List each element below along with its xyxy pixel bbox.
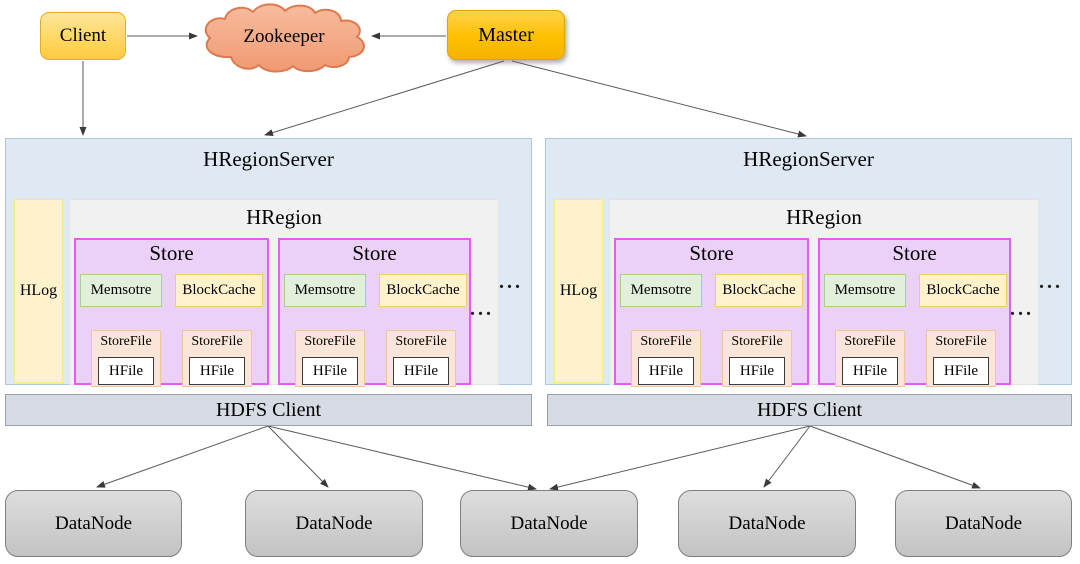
storefile-box: StoreFile HFile <box>926 330 996 387</box>
memstore-box: Memsotre <box>824 274 906 307</box>
hdfs-client-label: HDFS Client <box>215 398 322 421</box>
storefile-box: StoreFile HFile <box>386 330 456 387</box>
memstore-box: Memsotre <box>620 274 702 307</box>
arrow-hdfs1-to-datanode2 <box>267 425 329 488</box>
datanode-label: DataNode <box>728 512 806 534</box>
more-regions-ellipsis: ... <box>1039 271 1063 293</box>
more-regions-ellipsis: ... <box>499 271 523 293</box>
more-stores-ellipsis: ... <box>470 298 494 320</box>
datanode-label: DataNode <box>54 512 133 534</box>
storefile-box: StoreFile HFile <box>835 330 905 387</box>
arrow-hdfs2-to-datanode3 <box>549 425 811 491</box>
hfile-box: HFile <box>98 357 154 385</box>
store-box: Store Memsotre BlockCache StoreFile HFil… <box>278 238 471 387</box>
hregion-title: HRegion <box>246 205 322 229</box>
hdfs-client-bar-1: HDFS Client <box>5 394 532 426</box>
hdfs-client-bar-2: HDFS Client <box>547 394 1072 426</box>
memstore-box: Memsotre <box>284 274 366 307</box>
arrow-hdfs1-to-datanode3 <box>267 425 537 491</box>
hfile-box: HFile <box>189 357 245 385</box>
datanode-label: DataNode <box>944 512 1023 534</box>
hlog-box: HLog <box>14 199 63 383</box>
hregionserver-panel-1: HRegionServer HLog HRegion Store Memsotr… <box>5 138 532 387</box>
store-title: Store <box>352 241 397 265</box>
hfile-box: HFile <box>842 357 898 385</box>
datanode-box-5: DataNode <box>895 490 1072 557</box>
datanode-box-3: DataNode <box>460 490 638 557</box>
storefile-label: StoreFile <box>935 334 987 349</box>
storefile-box: StoreFile HFile <box>295 330 365 387</box>
more-stores-ellipsis: ... <box>1010 298 1034 320</box>
hregion-title: HRegion <box>786 205 862 229</box>
datanode-label: DataNode <box>295 512 373 534</box>
hregionserver-panel-2: HRegionServer HLog HRegion Store Memsotr… <box>545 138 1072 387</box>
storefile-label: StoreFile <box>731 334 783 349</box>
zookeeper-label: Zookeeper <box>243 26 325 47</box>
storefile-label: StoreFile <box>844 334 896 349</box>
arrow-master-to-regionserver2 <box>511 60 807 138</box>
store-box: Store Memsotre BlockCache StoreFile HFil… <box>74 238 269 387</box>
hfile-box: HFile <box>302 357 358 385</box>
storefile-label: StoreFile <box>100 334 152 349</box>
store-box: Store Memsotre BlockCache StoreFile HFil… <box>818 238 1011 387</box>
memstore-box: Memsotre <box>80 274 162 307</box>
hdfs-client-label: HDFS Client <box>756 398 863 421</box>
storefile-box: StoreFile HFile <box>631 330 701 387</box>
hlog-box: HLog <box>554 199 603 383</box>
hlog-label: HLog <box>559 282 598 299</box>
store-title: Store <box>689 241 734 265</box>
storefile-box: StoreFile HFile <box>91 330 161 387</box>
zookeeper-node: Zookeeper <box>198 2 370 74</box>
datanode-box-4: DataNode <box>678 490 856 557</box>
client-node: Client <box>40 12 126 60</box>
arrow-hdfs2-to-datanode5 <box>809 425 981 489</box>
hregion-panel: HRegion Store Memsotre BlockCache StoreF… <box>609 199 1039 387</box>
master-label: Master <box>478 23 534 46</box>
arrow-hdfs2-to-datanode4 <box>763 425 811 488</box>
hlog-label: HLog <box>19 282 58 299</box>
blockcache-box: BlockCache <box>919 274 1007 307</box>
storefile-label: StoreFile <box>304 334 356 349</box>
hregion-panel: HRegion Store Memsotre BlockCache StoreF… <box>69 199 499 387</box>
storefile-label: StoreFile <box>395 334 447 349</box>
storefile-box: StoreFile HFile <box>722 330 792 387</box>
master-node: Master <box>447 10 565 60</box>
datanode-label: DataNode <box>510 512 588 534</box>
datanode-box-1: DataNode <box>5 490 182 557</box>
blockcache-box: BlockCache <box>175 274 263 307</box>
hregionserver-title: HRegionServer <box>203 147 334 171</box>
storefile-label: StoreFile <box>191 334 243 349</box>
blockcache-box: BlockCache <box>379 274 467 307</box>
store-title: Store <box>892 241 937 265</box>
storefile-label: StoreFile <box>640 334 692 349</box>
hfile-box: HFile <box>393 357 449 385</box>
blockcache-box: BlockCache <box>715 274 803 307</box>
store-box: Store Memsotre BlockCache StoreFile HFil… <box>614 238 809 387</box>
client-label: Client <box>59 25 107 46</box>
storefile-box: StoreFile HFile <box>182 330 252 387</box>
store-title: Store <box>149 241 194 265</box>
datanode-box-2: DataNode <box>245 490 423 557</box>
hregionserver-title: HRegionServer <box>743 147 874 171</box>
arrow-hdfs1-to-datanode1 <box>96 425 269 488</box>
hfile-box: HFile <box>729 357 785 385</box>
hfile-box: HFile <box>638 357 694 385</box>
hfile-box: HFile <box>933 357 989 385</box>
